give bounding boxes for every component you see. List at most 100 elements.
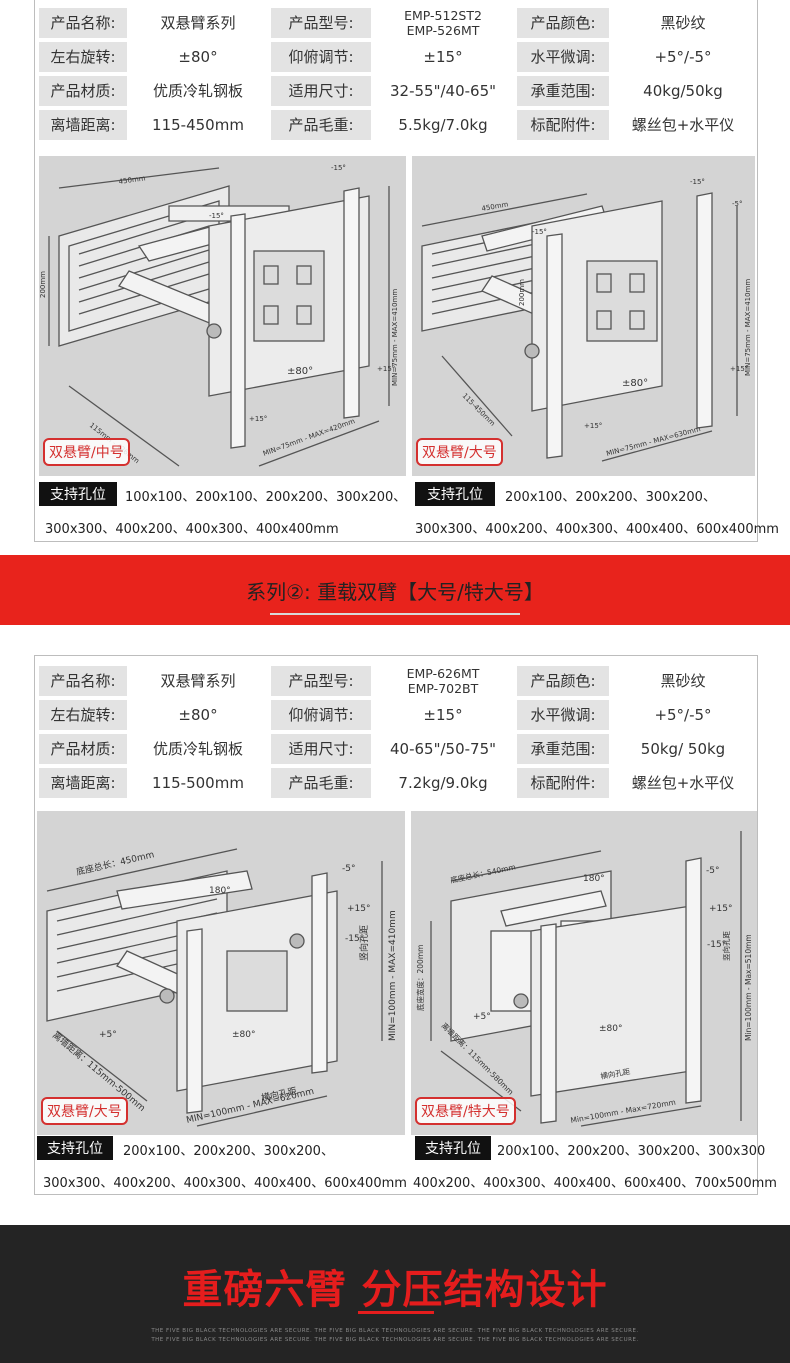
dim-horizontal: Min=100mm - Max=720mm — [570, 1098, 677, 1125]
dim-horizontal: MIN=75mm - MAX=420mm — [262, 417, 356, 458]
series1-tag-large: 双悬臂/大号 — [416, 438, 503, 466]
series1-holes-left-line1: 100x100、200x100、200x200、300x200、 — [125, 490, 407, 505]
spec-value: 50kg/ 50kg — [613, 734, 753, 764]
dim-width: 450mm — [481, 200, 509, 213]
tilt-side-label: -15° — [209, 212, 224, 220]
spec-label: 左右旋转: — [39, 42, 127, 72]
banner-underline — [269, 612, 520, 615]
mount-drawing-medium: 450mm 200mm 115mm - 426mm MIN=75mm - MAX… — [39, 164, 399, 467]
spec-value: 螺丝包+水平仪 — [613, 110, 753, 140]
spec-label: 产品颜色: — [517, 8, 609, 38]
spec-value: 螺丝包+水平仪 — [613, 768, 753, 798]
tilt-side-bottom-label: +15° — [249, 415, 267, 423]
footer-fine-print-1: THE FIVE BIG BLACK TECHNOLOGIES ARE SECU… — [151, 1328, 639, 1334]
spec-label: 产品毛重: — [271, 768, 371, 798]
spec-value: 双悬臂系列 — [131, 8, 265, 38]
spec-value: 5.5kg/7.0kg — [375, 110, 511, 140]
side-label: +5° — [473, 1012, 491, 1022]
spec-value-line: EMP-526MT — [406, 23, 480, 38]
tilt-mid2-label: -15° — [707, 940, 726, 950]
series1-holes-label-right: 支持孔位 — [415, 482, 495, 506]
mount-drawing-heavy-large: 底座总长：450mm 离墙距离：115mm-500mm MIN=100mm - … — [46, 848, 398, 1127]
series2-holes-left-line2: 300x300、400x200、400x300、400x400、600x400m… — [43, 1176, 407, 1191]
footer-title: 重磅六臂 分压结构设计 — [182, 1267, 608, 1313]
spec-label: 承重范围: — [517, 76, 609, 106]
spec-row: 左右旋转:±80°仰俯调节:±15°水平微调:+5°/-5° — [35, 700, 759, 730]
dim-height: 底座宽度：200mm — [415, 945, 425, 1011]
rotate-label: 180° — [583, 874, 605, 884]
spec-label: 适用尺寸: — [271, 734, 371, 764]
series1-holes-right-line1: 200x100、200x200、300x200、 — [505, 490, 716, 505]
series2-banner-title: 系列②: 重载双臂【大号/特大号】 — [246, 579, 544, 604]
spec-value: 40-65"/50-75" — [375, 734, 511, 764]
spec-value: ±15° — [375, 700, 511, 730]
spec-label: 标配附件: — [517, 110, 609, 140]
spec-value: 双悬臂系列 — [131, 666, 265, 696]
mount-drawing-heavy-xlarge: 底座总长：540mm 底座宽度：200mm 离墙距离：115mm-580mm M… — [415, 831, 753, 1127]
dim-vertical-title: 竖向孔距 — [358, 925, 370, 961]
series2-banner: 系列②: 重载双臂【大号/特大号】 — [0, 555, 790, 625]
tilt-mid-label: +15° — [709, 904, 733, 914]
footer-banner: 重磅六臂 分压结构设计 THE FIVE BIG BLACK TECHNOLOG… — [0, 1225, 790, 1363]
series2-diagram-xlarge: 底座总长：540mm 底座宽度：200mm 离墙距离：115mm-580mm M… — [411, 811, 757, 1135]
tilt-side-label: -15° — [532, 228, 547, 236]
series1-diagram-medium: 450mm 200mm 115mm - 426mm MIN=75mm - MAX… — [39, 156, 406, 476]
tilt-top-label: -15° — [331, 164, 346, 172]
swivel-label: ±80° — [599, 1024, 623, 1034]
series1-holes-label-left: 支持孔位 — [39, 482, 117, 506]
dim-height: 200mm — [518, 279, 526, 306]
spec-row: 产品材质:优质冷轧钢板适用尺寸:32-55"/40-65"承重范围:40kg/5… — [35, 76, 759, 106]
dim-horizontal: MIN=75mm - MAX=630mm — [605, 425, 701, 458]
spec-label: 水平微调: — [517, 42, 609, 72]
spec-row: 左右旋转:±80°仰俯调节:±15°水平微调:+5°/-5° — [35, 42, 759, 72]
footer-fine-print-2: THE FIVE BIG BLACK TECHNOLOGIES ARE SECU… — [151, 1337, 639, 1343]
spec-value-line: EMP-626MT — [406, 666, 480, 681]
spec-value: +5°/-5° — [613, 42, 753, 72]
tilt-top-label: -5° — [706, 866, 719, 876]
spec-label: 产品材质: — [39, 734, 127, 764]
spec-label: 产品名称: — [39, 8, 127, 38]
swivel-label: ±80° — [622, 378, 648, 389]
tilt-top-label: -15° — [690, 178, 705, 186]
dim-horizontal: MIN=100mm - MAX=620mm — [185, 1087, 315, 1126]
series2-tag-xlarge: 双悬臂/特大号 — [415, 1097, 516, 1125]
dim-vertical: MIN=75mm - MAX=410mm — [391, 289, 399, 386]
dim-width: 底座总长：450mm — [75, 848, 155, 878]
spec-value: 黑砂纹 — [613, 8, 753, 38]
rotate-label: 180° — [209, 886, 231, 896]
mount-drawing-large: 450mm 200mm 115-450mm MIN=75mm - MAX=410… — [421, 178, 752, 462]
dim-vertical-title: 竖向孔距 — [721, 931, 731, 961]
tilt-bottom-label: +15° — [730, 365, 748, 373]
spec-label: 仰俯调节: — [271, 700, 371, 730]
series2-holes-label-left: 支持孔位 — [37, 1136, 113, 1160]
spec-value: ±15° — [375, 42, 511, 72]
spec-label: 产品型号: — [271, 8, 371, 38]
side-label: +5° — [99, 1030, 117, 1040]
spec-label: 离墙距离: — [39, 110, 127, 140]
series2-tag-large: 双悬臂/大号 — [41, 1097, 128, 1125]
swivel-label: ±80° — [232, 1030, 256, 1040]
dim-vertical: MIN=75mm - MAX=410mm — [744, 279, 752, 376]
dim-width: 450mm — [118, 174, 146, 186]
spec-value-line: EMP-512ST2 — [404, 8, 482, 23]
swivel-label: ±80° — [287, 366, 313, 377]
spec-label: 产品名称: — [39, 666, 127, 696]
dim-vertical: Min=100mm - Max=510mm — [744, 934, 753, 1041]
series2-holes-label-right: 支持孔位 — [415, 1136, 491, 1160]
dim-height: 200mm — [39, 271, 47, 298]
tilt-mid2-label: -15° — [345, 934, 364, 944]
spec-label: 产品毛重: — [271, 110, 371, 140]
dim-width: 底座总长：540mm — [449, 861, 516, 885]
tilt-bottom-label: +15° — [377, 365, 395, 373]
spec-value: 115-500mm — [131, 768, 265, 798]
spec-value: 7.2kg/9.0kg — [375, 768, 511, 798]
series1-holes-left-line2: 300x300、400x200、400x300、400x400mm — [45, 522, 339, 537]
